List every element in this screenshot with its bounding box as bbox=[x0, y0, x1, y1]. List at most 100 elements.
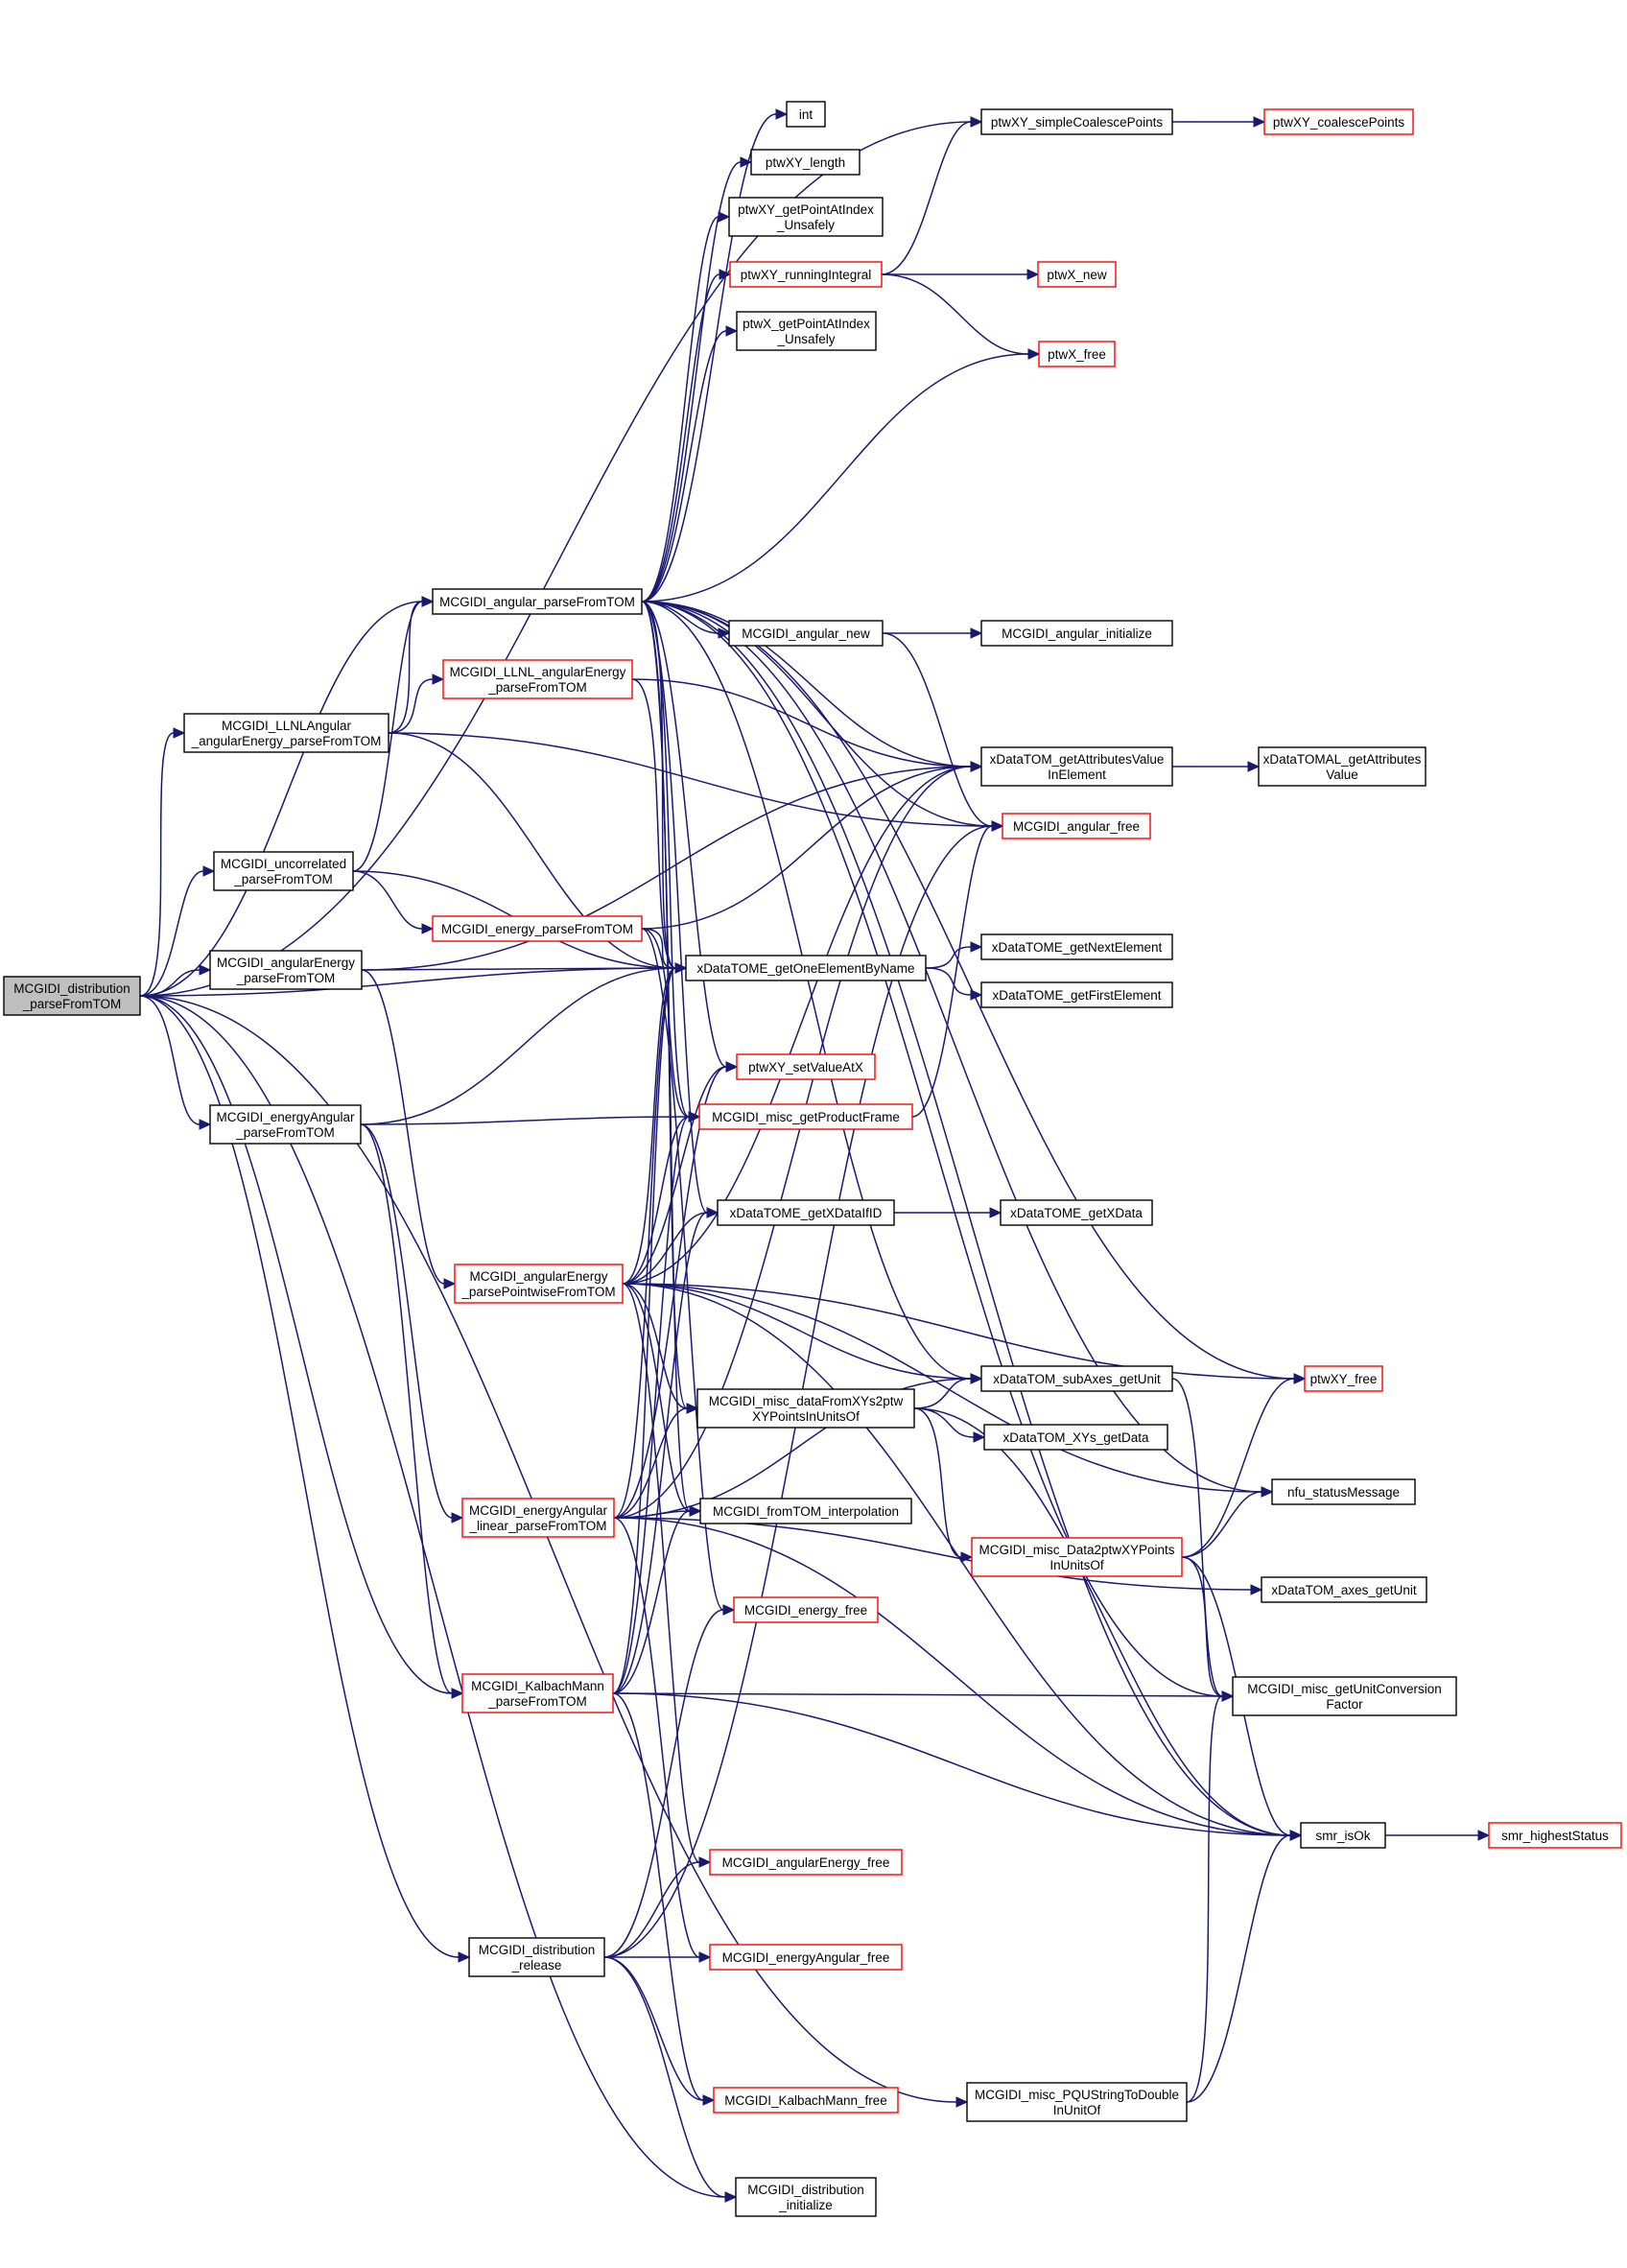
node-label: ptwXY_runningIntegral bbox=[741, 268, 872, 282]
node-axes-getUnit[interactable]: xDataTOM_axes_getUnit bbox=[1261, 1576, 1427, 1603]
edge-line bbox=[631, 678, 676, 969]
node-box bbox=[461, 1673, 614, 1713]
node-coalescePoints[interactable]: ptwXY_coalescePoints bbox=[1263, 108, 1414, 135]
node-uncorrelated[interactable]: MCGIDI_uncorrelated_parseFromTOM bbox=[213, 851, 354, 891]
node-energy-free[interactable]: MCGIDI_energy_free bbox=[733, 1596, 879, 1623]
node-angEnergy-free[interactable]: MCGIDI_angularEnergy_free bbox=[709, 1849, 903, 1876]
node-ea-linear[interactable]: MCGIDI_energyAngular_linear_parseFromTOM bbox=[461, 1498, 615, 1538]
call-edge bbox=[612, 962, 688, 1694]
edge-arrowhead bbox=[960, 1551, 974, 1563]
edge-line bbox=[139, 121, 972, 997]
node-box bbox=[980, 981, 1173, 1008]
node-angular-init[interactable]: MCGIDI_angular_initialize bbox=[980, 620, 1173, 647]
node-ptwX-gpai[interactable]: ptwX_getPointAtIndex_Unsafely bbox=[736, 311, 877, 351]
edge-line bbox=[612, 967, 676, 1694]
node-simpleCoalesce[interactable]: ptwXY_simpleCoalescePoints bbox=[980, 108, 1173, 135]
call-edge bbox=[1171, 761, 1261, 772]
edge-line bbox=[622, 766, 972, 1285]
node-kalbach-free[interactable]: MCGIDI_KalbachMann_free bbox=[713, 2087, 899, 2114]
node-angular-parse[interactable]: MCGIDI_angular_parseFromTOM bbox=[432, 588, 643, 615]
node-nfu[interactable]: nfu_statusMessage bbox=[1271, 1478, 1416, 1505]
node-energyAngular[interactable]: MCGIDI_energyAngular_parseFromTOM bbox=[209, 1104, 362, 1145]
node-oneElement[interactable]: xDataTOME_getOneElementByName bbox=[685, 955, 927, 981]
node-box bbox=[696, 1388, 915, 1429]
node-label: nfu_statusMessage bbox=[1287, 1485, 1400, 1500]
node-int[interactable]: int bbox=[786, 101, 826, 128]
node-label: _parseFromTOM bbox=[487, 680, 587, 695]
call-edge bbox=[1181, 1486, 1274, 1558]
edge-arrowhead bbox=[432, 673, 445, 685]
node-label: MCGIDI_angularEnergy_free bbox=[722, 1855, 890, 1870]
edge-line bbox=[388, 732, 676, 969]
edge-line bbox=[361, 969, 445, 1285]
node-ptwX-free[interactable]: ptwX_free bbox=[1038, 341, 1116, 367]
node-dist-release[interactable]: MCGIDI_distribution_release bbox=[468, 1937, 605, 1977]
node-angular-new[interactable]: MCGIDI_angular_new bbox=[728, 620, 884, 647]
edge-arrowhead bbox=[1027, 348, 1041, 360]
node-llnlang[interactable]: MCGIDI_LLNLAngular_angularEnergy_parseFr… bbox=[183, 713, 389, 753]
node-dist-init[interactable]: MCGIDI_distribution_initialize bbox=[735, 2177, 877, 2217]
node-box bbox=[980, 620, 1173, 647]
node-energyAng-free[interactable]: MCGIDI_energyAngular_free bbox=[709, 1944, 903, 1971]
node-firstElement[interactable]: xDataTOME_getFirstElement bbox=[980, 981, 1173, 1008]
edge-line bbox=[603, 1861, 700, 1958]
edge-arrowhead bbox=[991, 820, 1004, 832]
edge-line bbox=[388, 732, 993, 827]
node-label: MCGIDI_energyAngular bbox=[469, 1503, 608, 1518]
node-llnl-ae[interactable]: MCGIDI_LLNL_angularEnergy_parseFromTOM bbox=[442, 659, 633, 699]
node-kalbach[interactable]: MCGIDI_KalbachMann_parseFromTOM bbox=[461, 1673, 614, 1713]
edge-line bbox=[622, 1283, 1291, 1836]
node-smr-highest[interactable]: smr_highestStatus bbox=[1488, 1822, 1622, 1849]
node-label: ptwXY_coalescePoints bbox=[1273, 115, 1405, 130]
edge-line bbox=[622, 1283, 972, 1380]
node-productFrame[interactable]: MCGIDI_misc_getProductFrame bbox=[698, 1103, 913, 1130]
node-label: MCGIDI_angular_initialize bbox=[1002, 626, 1152, 641]
node-angular-free[interactable]: MCGIDI_angular_free bbox=[1002, 813, 1151, 839]
node-attrValue[interactable]: xDataTOMAL_getAttributesValue bbox=[1258, 746, 1427, 787]
node-fromTOM-interp[interactable]: MCGIDI_fromTOM_interpolation bbox=[699, 1498, 912, 1524]
node-ptwX-new[interactable]: ptwX_new bbox=[1037, 261, 1117, 288]
node-angularEnergy[interactable]: MCGIDI_angularEnergy_parseFromTOM bbox=[209, 950, 363, 990]
node-box bbox=[1000, 1199, 1153, 1226]
edge-arrowhead bbox=[955, 2096, 969, 2108]
node-box bbox=[728, 620, 884, 647]
node-root[interactable]: MCGIDI_distribution_parseFromTOM bbox=[3, 976, 141, 1016]
edge-line bbox=[881, 273, 1029, 355]
edge-line bbox=[139, 967, 676, 997]
node-energy-parse[interactable]: MCGIDI_energy_parseFromTOM bbox=[432, 915, 643, 942]
node-xys-getData[interactable]: xDataTOM_XYs_getData bbox=[983, 1424, 1168, 1451]
edge-line bbox=[913, 1407, 1291, 1836]
node-ptwXY-setValueAtX[interactable]: ptwXY_setValueAtX bbox=[736, 1053, 876, 1080]
edge-line bbox=[622, 1116, 690, 1285]
edge-arrowhead bbox=[173, 727, 186, 739]
node-ptwXY-gpai[interactable]: ptwXY_getPointAtIndex_Unsafely bbox=[728, 197, 884, 237]
node-subAxes-getUnit[interactable]: xDataTOM_subAxes_getUnit bbox=[980, 1365, 1173, 1392]
call-edge bbox=[641, 601, 983, 1384]
node-ptwXY-ri[interactable]: ptwXY_runningIntegral bbox=[729, 261, 883, 288]
edge-line bbox=[641, 161, 742, 602]
node-ptwXY-free[interactable]: ptwXY_free bbox=[1304, 1365, 1383, 1392]
node-smr-isOk[interactable]: smr_isOk bbox=[1300, 1822, 1386, 1849]
node-dataFromXYs[interactable]: MCGIDI_misc_dataFromXYs2ptwXYPointsInUni… bbox=[696, 1388, 915, 1429]
edge-line bbox=[641, 216, 719, 602]
node-label: Factor bbox=[1326, 1697, 1363, 1712]
node-getXData[interactable]: xDataTOME_getXData bbox=[1000, 1199, 1153, 1226]
edge-line bbox=[613, 1066, 727, 1519]
node-getXDataIfID[interactable]: xDataTOME_getXDataIfID bbox=[717, 1199, 895, 1226]
edge-line bbox=[641, 928, 690, 1118]
edge-line bbox=[622, 1283, 1262, 1493]
node-ptwXY-length[interactable]: ptwXY_length bbox=[750, 149, 861, 176]
edge-arrowhead bbox=[421, 596, 435, 607]
edge-line bbox=[622, 1283, 700, 1863]
edge-arrowhead bbox=[970, 761, 983, 772]
node-box bbox=[728, 197, 884, 237]
edge-line bbox=[1181, 1491, 1262, 1558]
edge-line bbox=[139, 732, 175, 997]
node-ae-pointwise[interactable]: MCGIDI_angularEnergy_parsePointwiseFromT… bbox=[454, 1264, 624, 1304]
node-nextElement[interactable]: xDataTOME_getNextElement bbox=[980, 933, 1173, 960]
edge-arrowhead bbox=[1221, 1690, 1235, 1702]
